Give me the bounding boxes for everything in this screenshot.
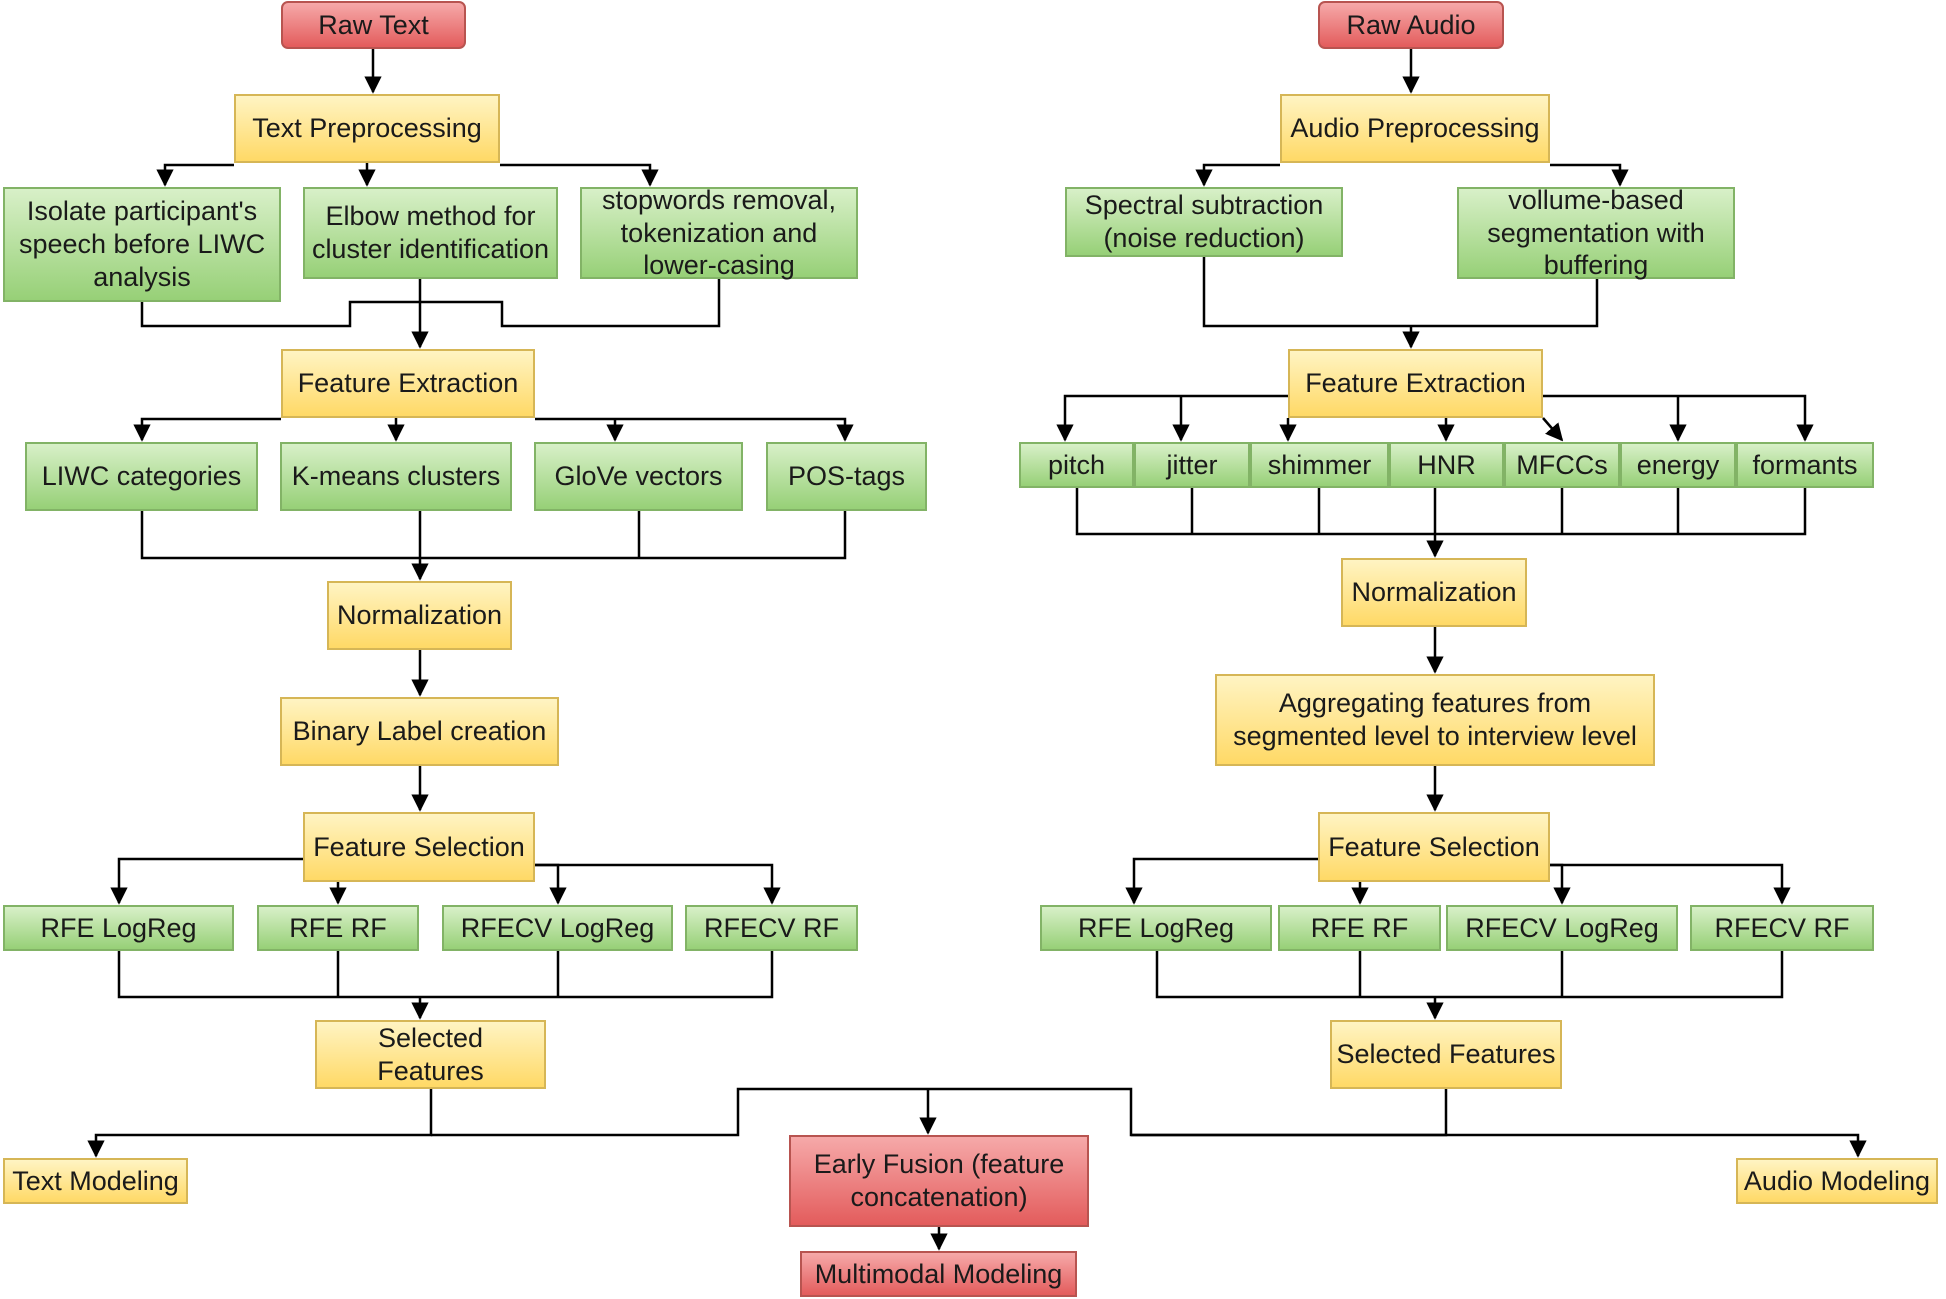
raw-text-node: Raw Text — [281, 1, 466, 49]
text-normalization-node: Normalization — [327, 581, 512, 650]
binary-label-node: Binary Label creation — [280, 697, 559, 766]
extraction-to-mfccs — [1542, 417, 1564, 442]
mfccs-node: MFCCs — [1504, 442, 1620, 488]
fusion-bus — [431, 1087, 1448, 1137]
text-pre-merge — [140, 279, 721, 328]
audio-preprocessing-node: Audio Preprocessing — [1280, 94, 1550, 163]
selection-to-rfecv-logreg — [535, 863, 567, 905]
aggregation-node: Aggregating features from segmented leve… — [1215, 674, 1655, 766]
selection-to-rfe-logreg — [110, 857, 303, 905]
preprocess-to-spectral — [1195, 163, 1280, 187]
extraction-to-pos — [535, 417, 854, 442]
volume-segmentation-node: vollume-based segmentation with bufferin… — [1457, 185, 1735, 280]
audio-features-merge — [1075, 488, 1807, 536]
audio-selected-features-node: Selected Features — [1330, 1020, 1562, 1089]
isolate-speech-node: Isolate participant's speech before LIWC… — [3, 187, 281, 302]
spectral-subtraction-node: Spectral subtraction (noise reduction) — [1065, 187, 1343, 257]
preprocess-to-stopwords — [500, 163, 659, 187]
audio-modeling-node: Audio Modeling — [1736, 1158, 1938, 1204]
text-rfecv-logreg-node: RFECV LogReg — [442, 905, 673, 951]
selection-to-audio-rfecv-rf — [1550, 863, 1791, 905]
hnr-node: HNR — [1389, 442, 1504, 488]
selected-to-text-modeling — [87, 1089, 433, 1158]
audio-rfe-logreg-node: RFE LogReg — [1040, 905, 1272, 951]
text-preprocessing-node: Text Preprocessing — [234, 94, 500, 163]
audio-selectors-merge — [1155, 951, 1784, 999]
text-feature-extraction-node: Feature Extraction — [281, 349, 535, 418]
selection-to-audio-rfecv-logreg — [1550, 863, 1571, 905]
audio-pre-merge — [1202, 257, 1599, 328]
preprocess-to-isolate — [156, 163, 234, 187]
multimodal-modeling-node: Multimodal Modeling — [800, 1251, 1077, 1297]
early-fusion-node: Early Fusion (feature concatenation) — [789, 1135, 1089, 1227]
text-modeling-node: Text Modeling — [3, 1158, 188, 1204]
audio-rfe-rf-node: RFE RF — [1278, 905, 1441, 951]
elbow-method-node: Elbow method for cluster identification — [303, 187, 558, 279]
jitter-node: jitter — [1134, 442, 1250, 488]
selected-to-audio-modeling — [1131, 1133, 1867, 1158]
pos-tags-node: POS-tags — [766, 442, 927, 511]
formants-node: formants — [1736, 442, 1874, 488]
selection-to-audio-rfe-logreg — [1125, 857, 1318, 905]
text-features-merge — [140, 511, 847, 560]
energy-node: energy — [1620, 442, 1736, 488]
stopwords-node: stopwords removal, tokenization and lowe… — [580, 185, 858, 280]
audio-rfecv-logreg-node: RFECV LogReg — [1446, 905, 1678, 951]
text-feature-selection-node: Feature Selection — [303, 812, 535, 882]
audio-feature-selection-node: Feature Selection — [1318, 812, 1550, 882]
liwc-categories-node: LIWC categories — [25, 442, 258, 511]
shimmer-node: shimmer — [1250, 442, 1389, 488]
text-rfe-logreg-node: RFE LogReg — [3, 905, 234, 951]
raw-audio-node: Raw Audio — [1318, 1, 1504, 49]
kmeans-clusters-node: K-means clusters — [280, 442, 512, 511]
pitch-node: pitch — [1019, 442, 1134, 488]
glove-vectors-node: GloVe vectors — [534, 442, 743, 511]
extraction-to-formants — [1543, 394, 1814, 442]
extraction-to-liwc — [133, 417, 281, 442]
text-rfecv-rf-node: RFECV RF — [685, 905, 858, 951]
text-selectors-merge — [117, 951, 774, 999]
text-selected-features-node: Selected Features — [315, 1020, 546, 1089]
text-rfe-rf-node: RFE RF — [257, 905, 419, 951]
extraction-to-pitch — [1056, 394, 1288, 442]
audio-normalization-node: Normalization — [1341, 558, 1527, 627]
audio-feature-extraction-node: Feature Extraction — [1288, 349, 1543, 418]
audio-rfecv-rf-node: RFECV RF — [1690, 905, 1874, 951]
selection-to-rfecv-rf — [535, 863, 781, 905]
preprocess-to-segmentation — [1550, 163, 1629, 187]
